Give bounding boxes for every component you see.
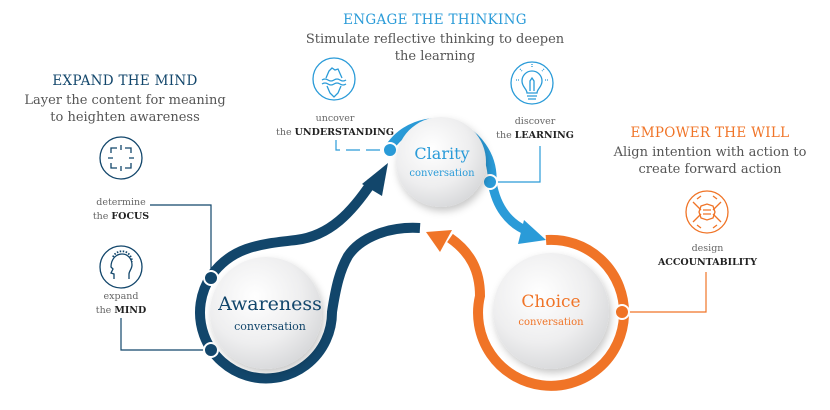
accountability-dot [614,304,630,320]
step-learning-prefix: the [496,130,512,141]
step-accountability-object: ACCOUNTABILITY [657,257,758,268]
engage-description-line-1: Stimulate reflective thinking to deepen [305,32,565,47]
clarity-subtitle: conversation [409,168,475,179]
step-mind-verb: expand [103,291,139,302]
step-learning-object: LEARNING [514,130,574,141]
step-learning-label: discover the LEARNING [490,115,580,143]
step-accountability-verb: design [691,243,724,254]
empower-description-line-2: create forward action [638,162,782,177]
step-accountability-object-line: ACCOUNTABILITY [650,256,765,270]
understanding-connector [335,140,388,151]
step-understanding-prefix: the [276,127,292,138]
step-understanding-object-line: the UNDERSTANDING [270,126,400,140]
mind-connector [120,318,211,351]
step-understanding-object: UNDERSTANDING [294,127,394,138]
awareness-disc[interactable] [210,257,322,369]
step-focus-prefix: the [92,211,109,222]
choice-path [426,230,630,391]
joined-hands-icon [685,190,729,234]
step-learning-object-line: the LEARNING [490,129,580,143]
engage-description-line-2: the learning [394,49,476,64]
step-mind-label: expand the MIND [71,290,171,318]
step-understanding-label: uncover the UNDERSTANDING [270,112,400,140]
learning-connector [492,146,541,183]
step-accountability-label: design ACCOUNTABILITY [650,242,765,270]
awareness-title: Awareness [217,293,322,315]
expand-description-line-1: Layer the content for meaning [24,93,226,108]
mind-dot [203,342,219,358]
step-mind-object-line: the MIND [71,304,171,318]
expand-heading: EXPAND THE MIND [52,73,198,89]
step-focus-verb: determine [96,197,146,208]
step-focus-label: determine the FOCUS [71,196,171,224]
awareness-subtitle: conversation [234,320,306,333]
expand-description-line-2: to heighten awareness [50,110,200,125]
step-focus-object: FOCUS [111,211,150,222]
clarity-title: Clarity [414,144,469,163]
step-mind-prefix: the [95,305,112,316]
step-mind-object: MIND [114,305,147,316]
accountability-connector [622,272,707,313]
choice-disc[interactable] [493,253,609,369]
understanding-dot [382,142,398,158]
expand-description: Layer the content for meaning to heighte… [0,92,250,126]
step-understanding-verb: uncover [315,113,355,124]
connector-lines [120,140,707,351]
empower-description: Align intention with action to create fo… [595,144,825,178]
clarity-disc[interactable] [396,117,486,207]
head-mind-icon [99,245,143,289]
choice-subtitle: conversation [518,317,584,328]
choice-title: Choice [521,292,580,312]
lightbulb-icon [510,61,554,105]
awareness-arrowhead [362,163,388,196]
clarity-arrowhead [518,220,546,244]
learning-dot [482,174,498,190]
awareness-path [195,163,421,384]
choice-arrowhead [426,230,452,252]
step-learning-verb: discover [514,116,556,127]
engage-heading: ENGAGE THE THINKING [343,12,527,28]
step-focus-object-line: the FOCUS [71,210,171,224]
iceberg-icon [312,57,356,101]
empower-description-line-1: Align intention with action to [613,145,807,160]
empower-heading: EMPOWER THE WILL [630,125,790,141]
focus-dot [203,270,219,286]
focus-connector [150,204,212,276]
focus-target-icon [99,136,143,180]
engage-description: Stimulate reflective thinking to deepen … [290,31,580,65]
